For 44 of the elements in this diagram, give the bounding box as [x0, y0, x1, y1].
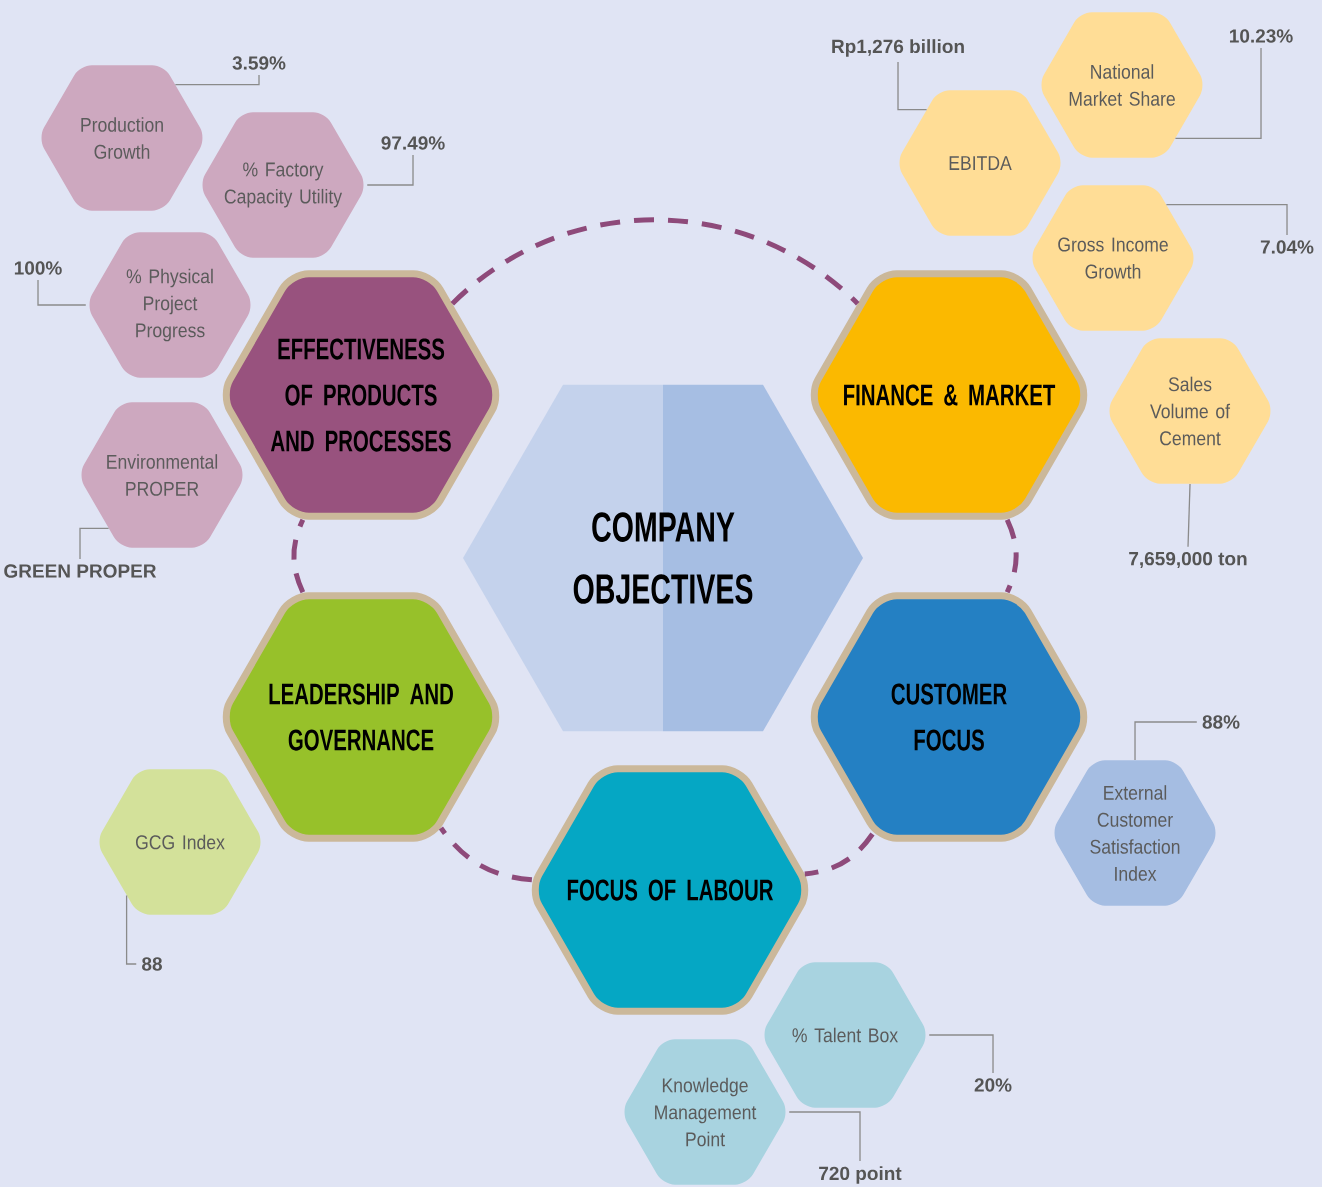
objective-hexagon: EFFECTIVENESS OF PRODUCTS AND PROCESSES: [222, 270, 500, 520]
metric-hexagon: % Factory Capacity Utility: [202, 112, 364, 258]
value-label: 100%: [14, 261, 62, 275]
leader-line: [1134, 721, 1198, 761]
leader-line: [897, 61, 928, 111]
leader-line: [1174, 47, 1262, 140]
value-label: 20%: [974, 1078, 1012, 1092]
leader-line: [1187, 483, 1191, 548]
value-label: GREEN PROPER: [4, 564, 157, 578]
objective-hexagon: FOCUS OF LABOUR: [531, 765, 809, 1015]
value-label: 88%: [1202, 715, 1240, 729]
objective-hexagon: CUSTOMER FOCUS: [810, 592, 1088, 842]
dashed-connector: [438, 826, 533, 883]
value-label: 7.04%: [1260, 240, 1314, 254]
leader-line: [37, 279, 87, 306]
leader-line: [788, 1111, 861, 1162]
leader-line: [366, 154, 414, 186]
value-label: 97.49%: [381, 136, 445, 150]
metric-hexagon: Knowledge Management Point: [624, 1039, 786, 1185]
leader-line: [79, 527, 110, 560]
leader-line: [1165, 203, 1288, 236]
metric-hexagon: Production Growth: [41, 65, 203, 211]
leader-line: [174, 74, 260, 86]
value-label: Rp1,276 billion: [832, 39, 964, 57]
metric-hexagon: National Market Share: [1041, 12, 1203, 158]
value-label: 88: [142, 957, 162, 971]
metric-hexagon: Gross Income Growth: [1032, 185, 1194, 331]
value-label: 3.59%: [232, 56, 286, 70]
metric-hexagon: % Talent Box: [764, 962, 926, 1108]
leader-line: [928, 1034, 994, 1074]
value-label: 7,659,000 ton: [1129, 551, 1247, 569]
metric-hexagon: Sales Volume of Cement: [1109, 338, 1271, 484]
dashed-connector: [804, 832, 875, 877]
dashed-connector: [1004, 518, 1019, 594]
value-label: 10.23%: [1230, 29, 1293, 43]
dashed-connector: [450, 217, 860, 306]
metric-hexagon: % Physical Project Progress: [89, 232, 251, 378]
value-label: 720 point: [819, 1166, 902, 1184]
metric-hexagon: EBITDA: [899, 90, 1061, 236]
metric-hexagon: GCG Index: [99, 769, 261, 915]
metric-hexagon: Environmental PROPER: [81, 402, 243, 548]
metric-hexagon: External Customer Satisfaction Index: [1054, 760, 1216, 906]
leader-line: [125, 894, 137, 965]
dashed-connector: [291, 518, 306, 594]
